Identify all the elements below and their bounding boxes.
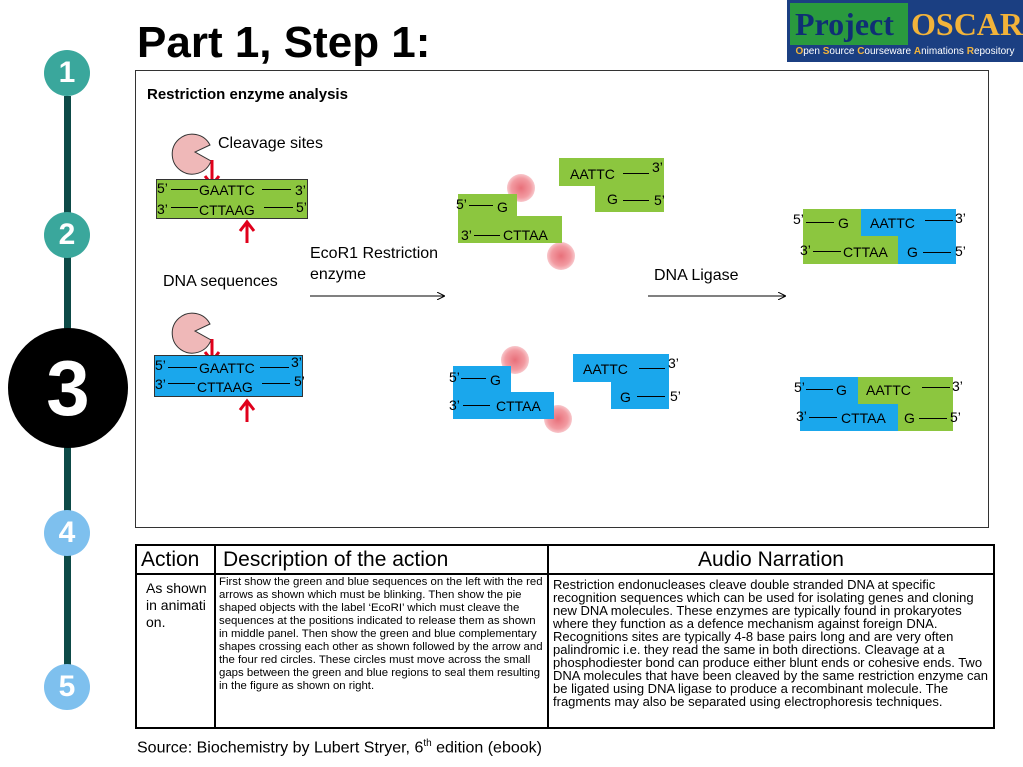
green-fragment-g2[interactable] [595,186,664,212]
frag-label: CTTAA [841,410,886,426]
frag-label: 5’ [794,379,805,395]
green-bot-3-label: 3’ [157,201,168,217]
frag-label: 3’ [652,159,663,175]
logo-subtitle: Open Source Courseware Animations Reposi… [795,46,1015,57]
project-oscar-logo[interactable]: Project OSCAR Open Source Courseware Ani… [787,0,1023,62]
recomb-top-blue-aattc[interactable] [861,209,956,236]
frag-label: G [620,389,631,405]
header-action: Action [141,548,200,571]
blue-top-3-label: 3’ [291,354,302,370]
recomb-bot-green-g[interactable] [898,404,953,431]
narration-cell: Restriction endonucleases cleave double … [547,573,995,729]
green-fragment-aattc[interactable] [559,158,664,186]
ligation-circle-icon [547,242,575,270]
frag-label: 5’ [955,243,966,259]
dna-ligase-label: DNA Ligase [654,267,739,284]
cleavage-sites-label: Cleavage sites [218,135,323,152]
cleavage-arrow-icon [238,398,256,422]
action-cell: As shown in animation. [135,573,216,729]
logo-word-right: OSCAR [911,6,1023,42]
frag-label: AATTC [870,215,915,231]
diagram-panel [135,70,989,528]
step-1-button[interactable]: 1 [44,50,90,96]
frag-label: AATTC [570,166,615,182]
blue-fragment-g[interactable] [453,366,511,392]
blue-top-5-label: 5’ [155,357,166,373]
header-description-cell: Description of the action [214,544,549,575]
frag-label: CTTAA [843,244,888,260]
logo-word-left: Project [795,6,894,42]
enzyme-label: EcoR1 Restriction [310,245,439,262]
frag-label: 5’ [449,369,460,385]
recomb-bot-blue-g[interactable] [800,377,858,404]
frag-label: 3’ [668,355,679,371]
frag-label: AATTC [866,382,911,398]
frag-label: 5’ [670,388,681,404]
frag-label: G [836,382,847,398]
enzyme-pie-icon [171,133,212,175]
cleavage-arrow-icon [238,219,256,243]
step-2-button[interactable]: 2 [44,212,90,258]
green-dna-sequence[interactable] [156,179,308,219]
header-description: Description of the action [223,548,449,571]
enzyme-label-line2: enzyme [310,266,367,283]
frag-label: G [904,410,915,426]
frag-label: 3’ [461,227,472,243]
green-bot-seq: CTTAAG [199,202,255,218]
recomb-top-green-cttaa[interactable] [803,236,898,264]
header-action-cell: Action [135,544,216,575]
frag-label: G [490,372,501,388]
frag-label: 5’ [950,409,961,425]
source-citation: Source: Biochemistry by Lubert Stryer, 6… [137,738,542,757]
step-3-button-current[interactable]: 3 [8,328,128,448]
frag-label: G [607,191,618,207]
frag-label: 3’ [796,408,807,424]
frag-label: CTTAA [503,227,548,243]
dna-sequences-label: DNA sequences [163,273,278,290]
frag-label: 5’ [793,211,804,227]
recomb-top-blue-g[interactable] [898,236,956,264]
green-top-seq: GAATTC [199,182,255,198]
description-cell: First show the green and blue sequences … [214,573,549,729]
step-4-button[interactable]: 4 [44,510,90,556]
green-fragment-cttaa[interactable] [458,216,562,243]
frag-label: 5’ [654,192,665,208]
frag-label: AATTC [583,361,628,377]
frag-label: 3’ [800,242,811,258]
frag-label: G [907,244,918,260]
header-narration-cell: Audio Narration [547,544,995,575]
blue-fragment-g2[interactable] [611,382,669,409]
narration-text: Restriction endonucleases cleave double … [553,577,989,709]
blue-bot-3-label: 3’ [155,376,166,392]
green-top-3-label: 3’ [295,182,306,198]
action-text: As shown in animation. [146,580,207,630]
frag-label: G [838,215,849,231]
description-text: First show the green and blue sequences … [219,576,543,692]
frag-label: 3’ [952,378,963,394]
frag-label: 3’ [955,210,966,226]
frag-label: 5’ [456,196,467,212]
frag-label: CTTAA [496,398,541,414]
storyboard-table: Action Description of the action Audio N… [135,544,995,729]
green-bot-5-label: 5’ [296,199,307,215]
step-5-button[interactable]: 5 [44,664,90,710]
blue-dna-sequence[interactable] [154,355,303,397]
frag-label: G [497,199,508,215]
blue-bot-5-label: 5’ [294,373,305,389]
frag-label: 3’ [449,397,460,413]
blue-top-seq: GAATTC [199,360,255,376]
recomb-bot-green-aattc[interactable] [858,377,953,404]
enzyme-pie-icon [171,312,212,354]
green-top-5-label: 5’ [157,180,168,196]
page-title: Part 1, Step 1: [137,18,431,67]
header-narration: Audio Narration [698,548,844,571]
panel-title: Restriction enzyme analysis [147,86,348,103]
blue-bot-seq: CTTAAG [197,379,253,395]
